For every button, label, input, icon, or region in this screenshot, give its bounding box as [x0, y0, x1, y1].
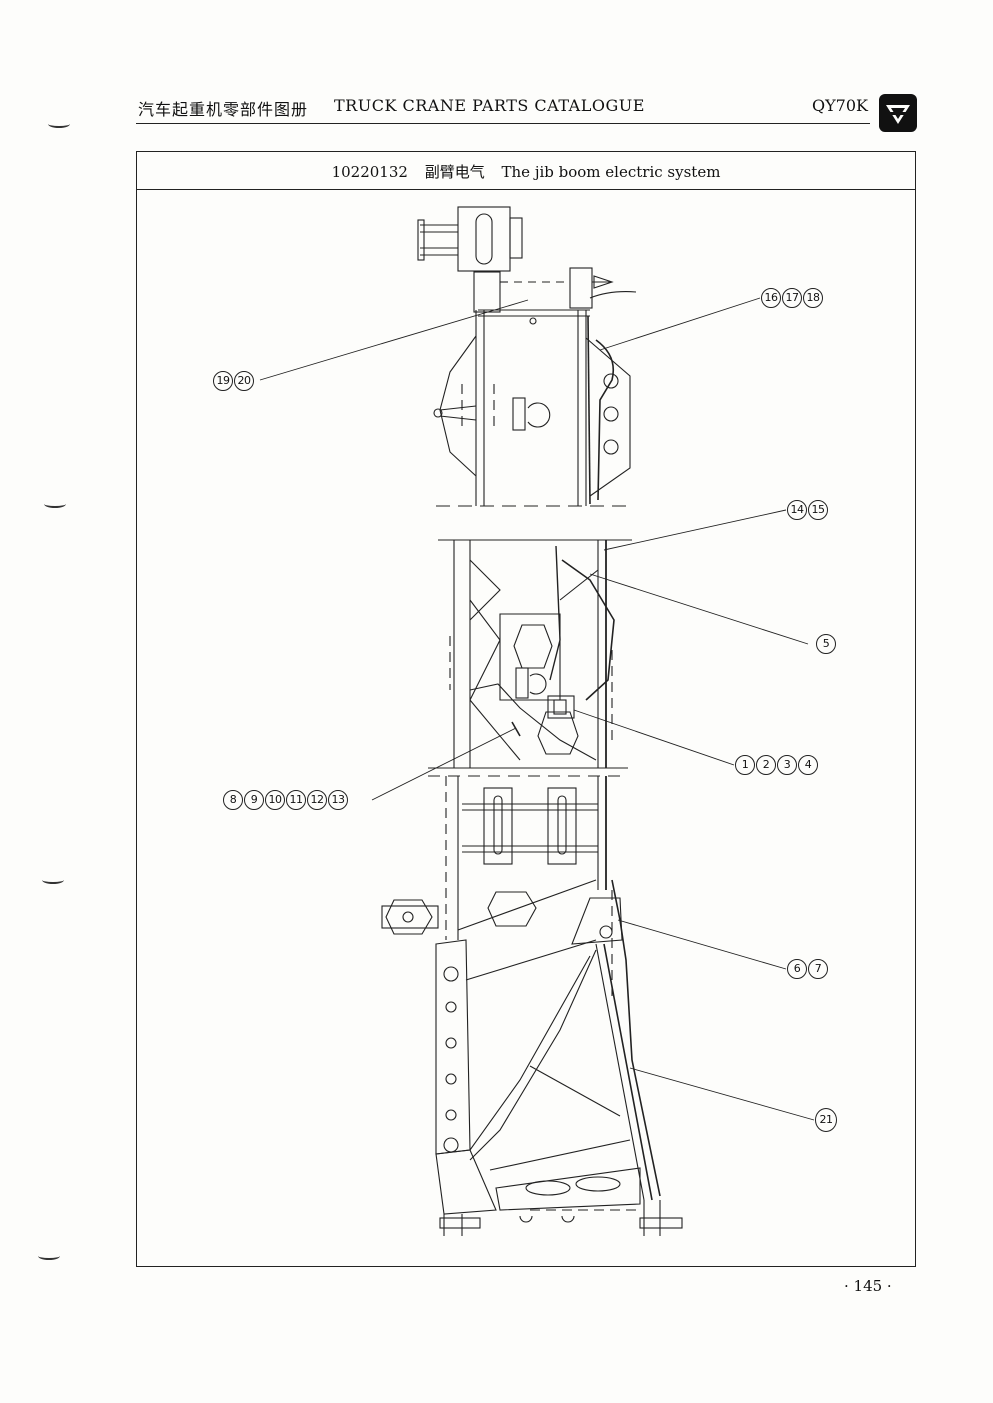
header-rule [136, 123, 870, 124]
callout-number: 8 [223, 790, 243, 810]
callout-number: 17 [782, 288, 802, 308]
base-jib-section [435, 879, 683, 1236]
drawing-frame: 10220132 副臂电气 The jib boom electric syst… [136, 151, 916, 1267]
callout-number: 7 [808, 959, 828, 979]
margin-mark [44, 500, 66, 508]
callout-number: 19 [213, 371, 233, 391]
callout-number: 10 [265, 790, 285, 810]
callout-number: 5 [816, 634, 836, 654]
callout-19-20: 19 20 [213, 371, 254, 391]
callout-number: 16 [761, 288, 781, 308]
leader-lines [259, 297, 815, 1121]
callout-number: 18 [803, 288, 823, 308]
callout-number: 14 [787, 500, 807, 520]
margin-mark [38, 1252, 60, 1260]
callout-6-7: 6 7 [787, 959, 828, 979]
callout-number: 9 [244, 790, 264, 810]
callout-21: 21 [815, 1108, 837, 1132]
callout-5: 5 [816, 634, 836, 654]
margin-mark [48, 120, 70, 128]
callout-number: 4 [798, 755, 818, 775]
margin-mark [42, 876, 64, 884]
upper-jib-section [433, 310, 631, 507]
callout-number: 12 [307, 790, 327, 810]
callout-16-17-18: 16 17 18 [761, 288, 823, 308]
callout-number: 13 [328, 790, 348, 810]
callout-number: 2 [756, 755, 776, 775]
section-name-english: The jib boom electric system [501, 163, 721, 181]
drawing-title: 10220132 副臂电气 The jib boom electric syst… [137, 161, 915, 182]
brand-logo-icon [879, 94, 917, 132]
catalogue-title-english: TRUCK CRANE PARTS CATALOGUE [334, 96, 645, 115]
model-number: QY70K [812, 96, 868, 115]
catalogue-title-chinese: 汽车起重机零部件图册 [138, 100, 309, 119]
page-number: · 145 · [844, 1277, 892, 1295]
callout-number: 20 [234, 371, 254, 391]
callout-number: 21 [815, 1108, 837, 1132]
callout-number: 15 [808, 500, 828, 520]
section-name-chinese: 副臂电气 [424, 163, 485, 181]
callout-14-15: 14 15 [787, 500, 828, 520]
drawing-title-bar: 10220132 副臂电气 The jib boom electric syst… [137, 152, 915, 190]
callout-number: 11 [286, 790, 306, 810]
callout-number: 6 [787, 959, 807, 979]
callout-number: 1 [735, 755, 755, 775]
jib-head-assembly [417, 206, 637, 325]
callout-8-to-13: 8 9 10 11 12 13 [223, 790, 348, 810]
callout-1-2-3-4: 1 2 3 4 [735, 755, 818, 775]
middle-lattice-section [428, 539, 632, 777]
section-code: 10220132 [331, 163, 408, 181]
callout-number: 3 [777, 755, 797, 775]
lower-connector-section [381, 776, 623, 945]
